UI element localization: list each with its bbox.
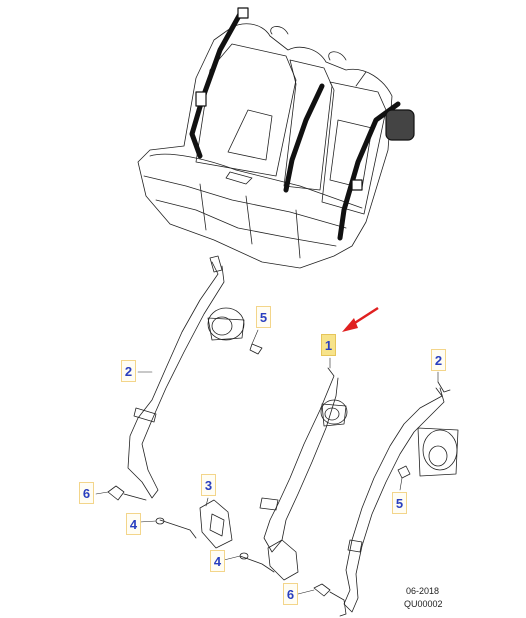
- pointer-arrow: [342, 306, 379, 332]
- callout-1[interactable]: 1: [321, 334, 336, 356]
- callout-2-left[interactable]: 2: [121, 360, 136, 382]
- rear-seat-illustration: [137, 23, 393, 269]
- callout-6-left[interactable]: 6: [79, 482, 94, 504]
- left-belt-assembly: [107, 255, 263, 501]
- center-belt-assembly: [259, 367, 348, 617]
- callout-6-right[interactable]: 6: [283, 583, 298, 605]
- reference-date: 06-2018: [406, 586, 440, 596]
- leader-lines: [95, 329, 439, 595]
- callout-5-left[interactable]: 5: [256, 306, 271, 328]
- callout-2-right[interactable]: 2: [431, 349, 446, 371]
- reference-code: QU00002: [404, 599, 443, 609]
- callout-4-right[interactable]: 4: [210, 550, 225, 572]
- callout-4-left[interactable]: 4: [126, 513, 141, 535]
- callout-3[interactable]: 3: [201, 474, 216, 496]
- buckle-assembly: [155, 499, 299, 581]
- right-belt-assembly: [343, 381, 459, 613]
- callout-5-right[interactable]: 5: [392, 492, 407, 514]
